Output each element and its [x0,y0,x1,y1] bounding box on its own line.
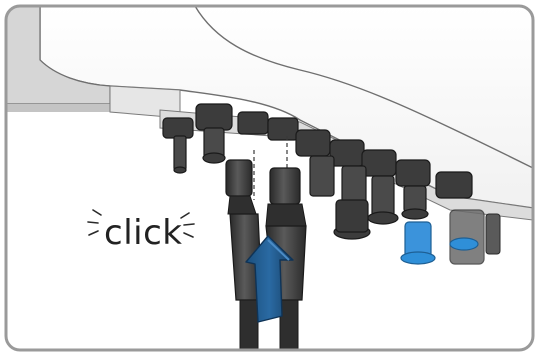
click-label: click [104,213,182,253]
